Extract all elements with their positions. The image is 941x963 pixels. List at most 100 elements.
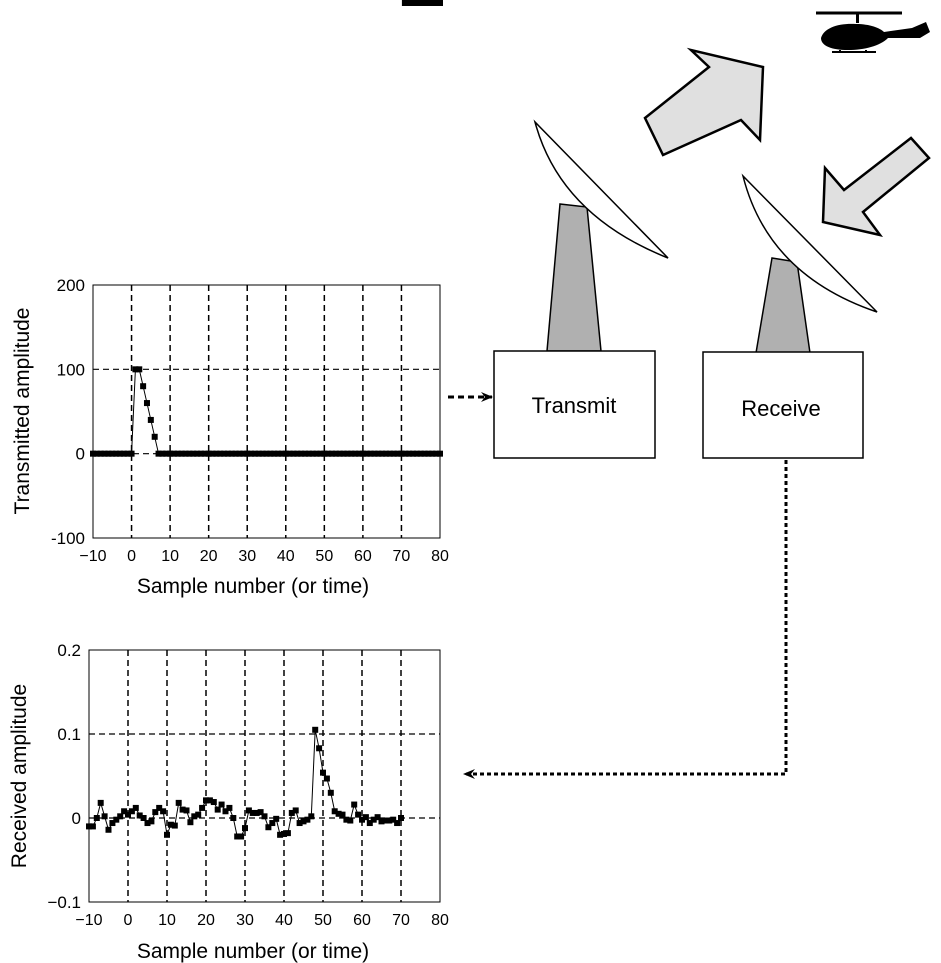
- data-point: [417, 0, 424, 6]
- data-point: [321, 450, 328, 457]
- y-tick-label: −0.1: [47, 893, 81, 912]
- data-point: [320, 769, 326, 776]
- data-point: [93, 815, 100, 821]
- data-point: [124, 450, 131, 457]
- data-point: [325, 450, 332, 457]
- data-point: [174, 450, 181, 457]
- data-point: [336, 450, 343, 457]
- y-tick-label: 200: [57, 276, 85, 295]
- data-point: [147, 416, 154, 423]
- data-point: [382, 817, 389, 824]
- data-point: [148, 818, 155, 825]
- x-tick-label: 10: [158, 912, 176, 929]
- data-point: [90, 450, 96, 457]
- data-point: [248, 450, 255, 457]
- data-point: [86, 823, 92, 830]
- x-tick-label: 20: [197, 912, 215, 929]
- data-point: [152, 809, 159, 816]
- x-axis-label: Sample number (or time): [137, 575, 369, 598]
- data-point: [348, 450, 355, 457]
- x-tick-label: 60: [353, 912, 371, 929]
- data-point: [390, 450, 397, 457]
- data-point: [113, 450, 120, 457]
- data-point: [213, 450, 220, 457]
- data-point: [197, 450, 204, 457]
- data-point: [232, 450, 239, 457]
- data-point: [433, 0, 440, 6]
- data-point: [343, 816, 350, 823]
- data-series: [86, 0, 443, 840]
- data-point: [101, 450, 108, 457]
- data-point: [155, 450, 162, 457]
- data-point: [296, 820, 303, 827]
- data-point: [356, 450, 363, 457]
- transmit-label: Transmit: [532, 393, 617, 418]
- data-point: [405, 0, 412, 6]
- y-tick-labels: 0.20.10−0.1: [47, 641, 81, 912]
- data-point: [132, 366, 139, 373]
- data-point: [125, 811, 131, 818]
- data-point: [406, 450, 413, 457]
- x-tick-label: 0: [127, 548, 136, 565]
- data-point: [186, 450, 193, 457]
- data-point: [398, 450, 405, 457]
- data-point: [140, 815, 147, 821]
- data-point: [437, 450, 443, 457]
- x-axis-label: Sample number (or time): [137, 940, 369, 963]
- data-point: [178, 450, 185, 457]
- data-point: [89, 823, 96, 830]
- data-point: [359, 816, 365, 823]
- data-point: [144, 820, 151, 827]
- data-point: [305, 450, 312, 457]
- x-tick-label: 10: [161, 548, 179, 565]
- data-point: [201, 450, 208, 457]
- data-point: [294, 450, 301, 457]
- data-point: [278, 450, 285, 457]
- data-point: [143, 400, 150, 407]
- x-tick-label: 40: [277, 548, 295, 565]
- data-point: [390, 816, 397, 823]
- data-point: [151, 433, 158, 440]
- data-point: [362, 814, 369, 821]
- data-point: [101, 813, 108, 820]
- data-point: [214, 806, 221, 813]
- data-point: [309, 450, 316, 457]
- x-tick-label: 50: [315, 548, 333, 565]
- receive-output-arrow: [463, 460, 788, 779]
- data-point: [109, 450, 116, 457]
- data-point: [352, 450, 359, 457]
- data-point: [93, 450, 100, 457]
- data-point: [113, 816, 120, 823]
- data-point: [344, 450, 351, 457]
- data-point: [105, 826, 112, 833]
- data-point: [226, 804, 233, 811]
- data-point: [394, 820, 401, 827]
- y-axis-label: Transmitted amplitude: [11, 308, 34, 515]
- data-point: [203, 797, 209, 804]
- data-point: [413, 0, 420, 6]
- plot-frame: [92, 284, 441, 539]
- data-point: [275, 450, 282, 457]
- y-tick-label: 0.2: [57, 641, 81, 660]
- data-point: [117, 813, 124, 820]
- data-point: [421, 0, 428, 6]
- data-point: [255, 450, 262, 457]
- data-point: [245, 807, 252, 814]
- data-point: [312, 726, 319, 733]
- data-point: [164, 831, 170, 838]
- arrow-down-left-icon: [821, 136, 931, 237]
- gridlines: [93, 285, 440, 538]
- data-point: [304, 816, 311, 823]
- data-point: [386, 817, 393, 824]
- data-point: [222, 808, 229, 815]
- data-point: [244, 450, 251, 457]
- x-tick-label: 70: [392, 912, 410, 929]
- data-point: [313, 450, 320, 457]
- data-point: [323, 775, 330, 782]
- data-point: [298, 450, 305, 457]
- data-point: [105, 450, 112, 457]
- data-point: [263, 450, 270, 457]
- data-point: [401, 0, 408, 6]
